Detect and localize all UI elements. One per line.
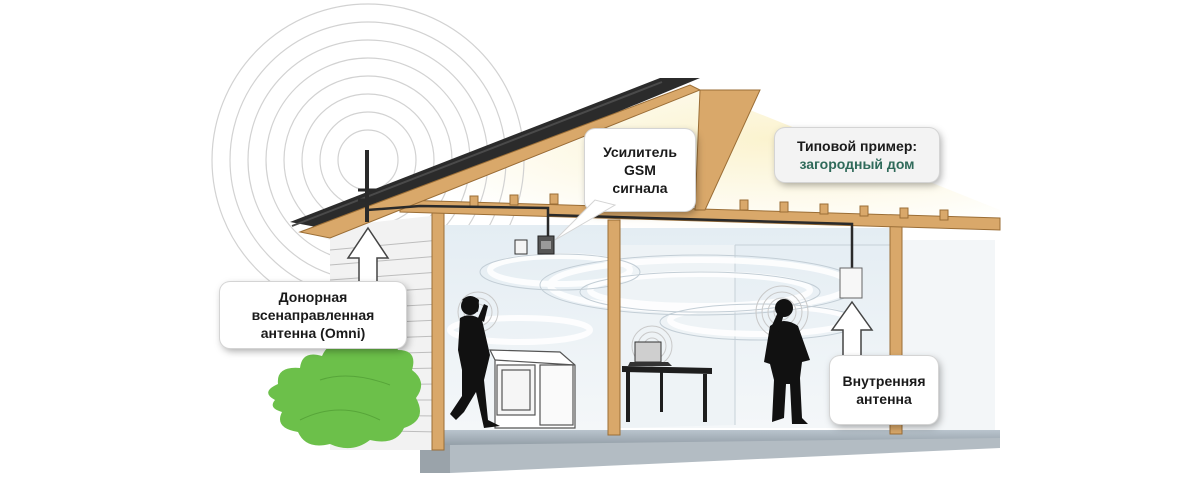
amplifier-callout: Усилитель GSM сигнала bbox=[585, 129, 695, 211]
donor-antenna-callout: Донорная всенаправленная антенна (Omni) bbox=[220, 282, 406, 348]
typical-example-subtitle: загородный дом bbox=[799, 156, 915, 172]
indoor-antenna-callout: Внутренняя антенна bbox=[830, 356, 938, 424]
cable bbox=[365, 204, 854, 268]
roof bbox=[290, 78, 702, 239]
amplifier-callout-line: сигнала bbox=[612, 180, 668, 196]
typical-example-title: Типовой пример: bbox=[796, 138, 918, 154]
person-woman-silhouette bbox=[450, 296, 500, 428]
laptop bbox=[628, 341, 672, 366]
indoor-antenna-device bbox=[839, 267, 863, 299]
donor-antenna-callout-line: Донорная bbox=[278, 289, 348, 305]
indoor-antenna-callout-line: Внутренняя bbox=[842, 373, 926, 389]
indoor-antenna-callout-line: антенна bbox=[856, 391, 912, 407]
amplifier-callout-line: GSM bbox=[624, 162, 656, 178]
typical-example-callout: Типовой пример: загородный дом bbox=[775, 128, 939, 182]
donor-antenna-callout-line: антенна (Omni) bbox=[260, 325, 366, 341]
amplifier-callout-line: Усилитель bbox=[603, 144, 677, 160]
donor-antenna-callout-line: всенаправленная bbox=[251, 307, 375, 323]
bush bbox=[268, 336, 422, 449]
table bbox=[622, 366, 712, 422]
person-man-silhouette bbox=[764, 299, 810, 424]
kitchen-counter bbox=[489, 349, 576, 429]
amplifier-device bbox=[514, 235, 555, 255]
